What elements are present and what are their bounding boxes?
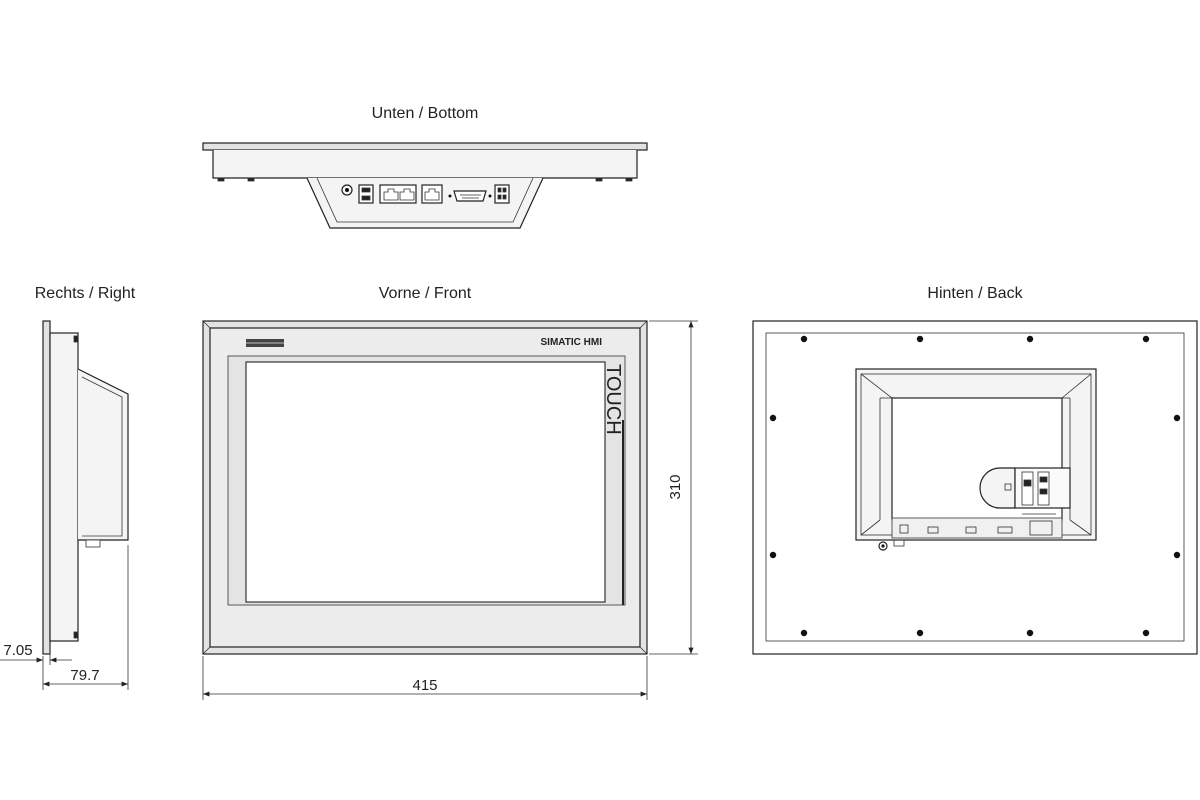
height-value: 310	[667, 474, 684, 499]
serial-port-icon	[448, 190, 492, 202]
width-value: 415	[412, 677, 437, 694]
brand-label: SIMATIC HMI	[541, 337, 603, 348]
bottom-view	[202, 142, 648, 229]
height-dimension: 310	[649, 320, 698, 655]
siemens-logo-placeholder	[246, 339, 284, 347]
usb-port-icon	[358, 184, 374, 204]
view-label-back: Hinten / Back	[927, 285, 1023, 302]
bezel-value: 7.05	[3, 642, 32, 659]
width-dimension: 415	[202, 656, 648, 700]
right-view	[42, 320, 129, 655]
view-label-bottom: Unten / Bottom	[372, 105, 479, 122]
view-label-front: Vorne / Front	[379, 285, 472, 302]
display-screen	[245, 361, 606, 603]
ethernet-port-icon	[421, 184, 443, 204]
back-view	[752, 320, 1198, 655]
ethernet-port-icon	[379, 184, 417, 204]
touch-label: TOUCH	[602, 364, 624, 435]
view-label-right: Rechts / Right	[35, 285, 136, 302]
front-view: SIMATIC HMI TOUCH	[202, 320, 648, 655]
depth-value: 79.7	[70, 667, 99, 684]
ground-terminal-icon	[341, 184, 353, 196]
bezel-dimension: 7.05	[0, 642, 72, 663]
power-connector-icon	[494, 184, 510, 204]
mounting-hole-icon	[769, 335, 1181, 637]
ground-terminal-icon	[878, 541, 888, 551]
